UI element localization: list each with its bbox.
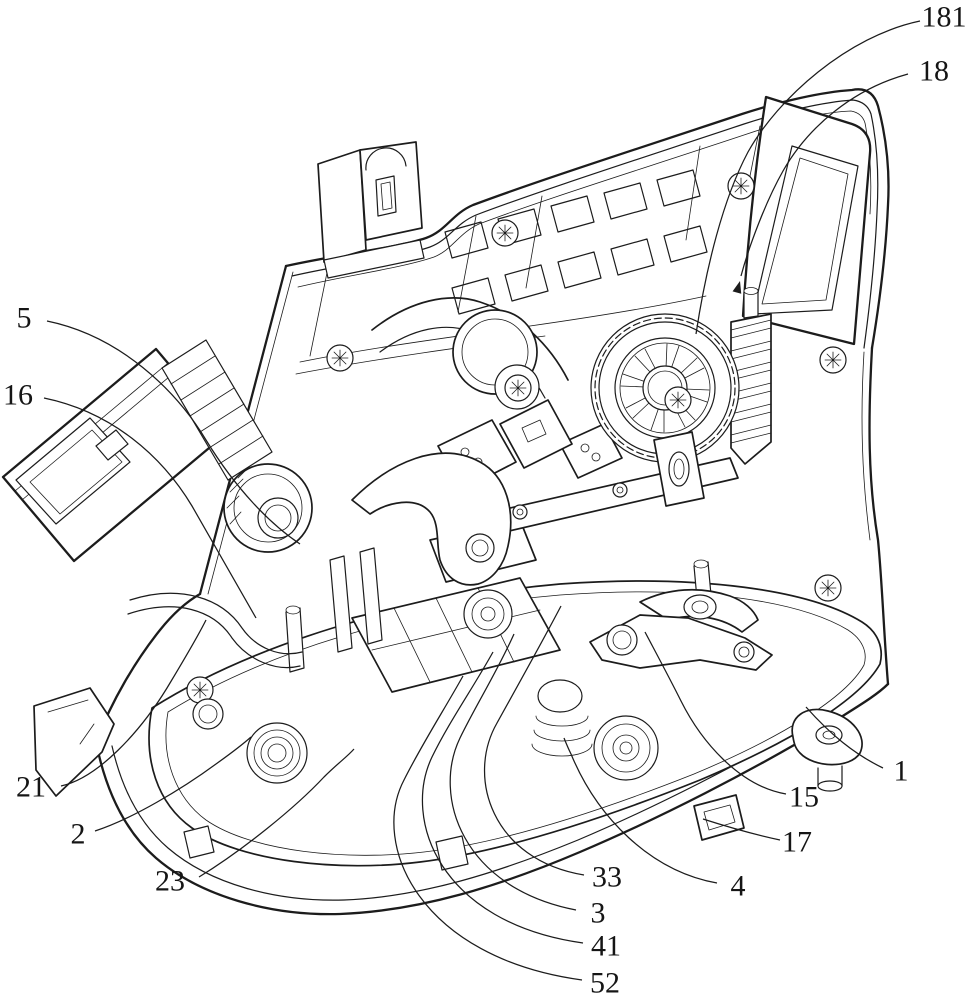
leader-line [702, 818, 781, 841]
plate-fold-lines [295, 125, 761, 375]
reference-numeral: 3 [591, 897, 606, 930]
housing-back-plate [198, 88, 890, 686]
leader-line [46, 320, 301, 545]
leader-line [393, 675, 583, 981]
reference-numeral: 181 [922, 1, 967, 34]
curved-lever [351, 452, 512, 586]
mounting-bracket-right [693, 794, 745, 841]
screw [491, 219, 519, 247]
vent-grid [444, 169, 708, 315]
mounting-bracket-left [33, 687, 115, 797]
screw [814, 574, 842, 602]
screw [504, 374, 532, 402]
right-edge-inner [861, 351, 871, 541]
screw [819, 346, 847, 374]
spring-dome [531, 679, 593, 757]
callout-1: 1 [805, 706, 909, 788]
callout-15: 15 [644, 631, 819, 814]
foot-tab [435, 835, 469, 871]
callout-3: 3 [449, 633, 606, 930]
threaded-collar [223, 463, 313, 553]
cover-plate [741, 95, 872, 346]
gear-mount-tab [653, 431, 705, 507]
leader-line [43, 397, 257, 619]
screw [326, 344, 354, 372]
callout-21: 21 [16, 619, 207, 804]
upper-lever-arm [639, 588, 759, 633]
callout-33: 33 [483, 605, 622, 894]
leader-line [198, 748, 355, 878]
callout-52: 52 [393, 675, 620, 1000]
callout-23: 23 [155, 748, 355, 898]
reference-numeral: 21 [16, 771, 46, 804]
leader-line [449, 633, 577, 911]
leader-line [94, 736, 252, 832]
gear-spokes [620, 343, 710, 433]
coil-spring-left [246, 722, 308, 784]
worm-gear [730, 287, 772, 465]
washer-stack [192, 698, 224, 730]
connector-latch-window [95, 429, 129, 461]
reference-numeral: 1 [894, 755, 909, 788]
switch-block [559, 423, 623, 479]
leader-line [483, 605, 585, 876]
reference-numeral: 15 [789, 781, 819, 814]
reference-numeral: 52 [590, 967, 620, 1000]
leader-line [805, 706, 884, 769]
reference-numeral: 5 [17, 302, 32, 335]
reference-numeral: 4 [731, 870, 746, 903]
leader-line [563, 737, 718, 884]
foot-tab [183, 825, 215, 859]
leader-line [644, 631, 787, 795]
reference-numeral: 16 [3, 379, 33, 412]
reference-numeral: 23 [155, 865, 185, 898]
guide-post [285, 605, 305, 673]
mounting-lug [791, 708, 863, 792]
leader-line [421, 651, 584, 944]
reference-numeral: 33 [592, 861, 622, 894]
callout-2: 2 [71, 736, 252, 851]
reference-numeral: 41 [591, 930, 621, 963]
callout-181: 181 [695, 1, 967, 335]
reference-numeral: 2 [71, 818, 86, 851]
tray-left-edge [94, 592, 202, 744]
right-edge [868, 346, 890, 686]
callout-5: 5 [17, 302, 301, 545]
reference-numeral: 18 [919, 55, 949, 88]
tray-wall-line [111, 715, 823, 901]
callout-16: 16 [3, 379, 257, 619]
screw [664, 386, 692, 414]
leader-line [695, 20, 921, 335]
bearing-rings [593, 715, 659, 781]
callout-41: 41 [421, 651, 621, 963]
leader-line [60, 619, 207, 787]
callout-18: 18 [732, 55, 949, 294]
platform-grid [329, 547, 561, 693]
reference-numeral: 17 [782, 826, 812, 859]
arrowhead-icon [732, 281, 742, 294]
callout-17: 17 [702, 818, 812, 859]
switch-block [499, 399, 573, 469]
bell-crank-lever [589, 614, 773, 671]
rim-inner-line-2 [297, 110, 872, 288]
leader-line [740, 73, 909, 277]
motor-drum [371, 297, 569, 410]
connector-bellows [161, 339, 273, 481]
cable-clamp [317, 141, 425, 279]
callout-4: 4 [563, 737, 746, 903]
cable-channel [127, 592, 303, 669]
